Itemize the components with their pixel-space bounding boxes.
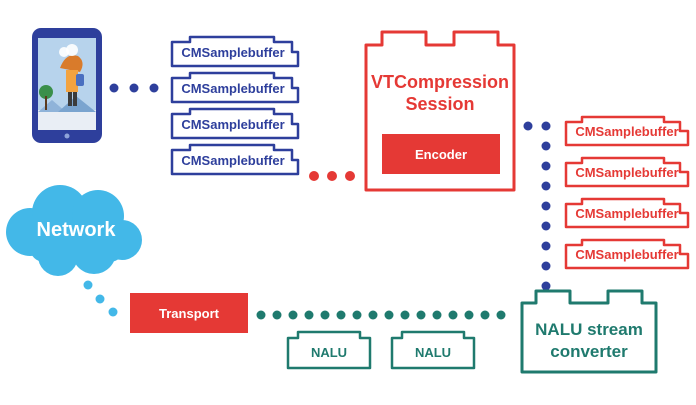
connector-dots (523, 121, 551, 291)
transport-label: Transport (159, 306, 220, 321)
output-buffer-label: CMSamplebuffer (575, 124, 678, 139)
sample-buffer-label: CMSamplebuffer (181, 45, 284, 60)
compression-session-title: VTCompression (371, 72, 509, 92)
nalu-unit-shape (390, 330, 476, 370)
compression-session-block (364, 30, 516, 192)
connector-dots (309, 171, 355, 181)
connector-dots (83, 280, 118, 317)
transport-box (130, 293, 248, 333)
sample-buffer-shape (170, 107, 300, 140)
connector-dots (109, 83, 159, 93)
nalu-converter-block (520, 289, 658, 374)
cloud-icon (6, 185, 142, 276)
output-buffer-shape (564, 115, 690, 147)
sample-buffer-shape (170, 71, 300, 104)
nalu-converter-title: NALU stream (535, 320, 643, 339)
encoder-label: Encoder (415, 147, 467, 162)
nalu-unit-shape (286, 330, 372, 370)
sample-buffer-label: CMSamplebuffer (181, 117, 284, 132)
sample-buffer-shape (170, 143, 300, 176)
network-label: Network (37, 219, 117, 241)
smartphone-icon (32, 28, 102, 143)
nalu-unit-label: NALU (415, 345, 451, 360)
sample-buffer-shape (170, 35, 300, 68)
output-buffer-shape (564, 197, 690, 229)
nalu-converter-title: converter (550, 342, 628, 361)
output-buffer-shape (564, 156, 690, 188)
encoder-box (382, 134, 500, 174)
output-buffer-label: CMSamplebuffer (575, 165, 678, 180)
sample-buffer-label: CMSamplebuffer (181, 153, 284, 168)
connector-dots (256, 310, 506, 320)
output-buffer-label: CMSamplebuffer (575, 206, 678, 221)
output-buffer-label: CMSamplebuffer (575, 247, 678, 262)
sample-buffer-label: CMSamplebuffer (181, 81, 284, 96)
nalu-unit-label: NALU (311, 345, 347, 360)
compression-session-title: Session (405, 94, 474, 114)
output-buffer-shape (564, 238, 690, 270)
